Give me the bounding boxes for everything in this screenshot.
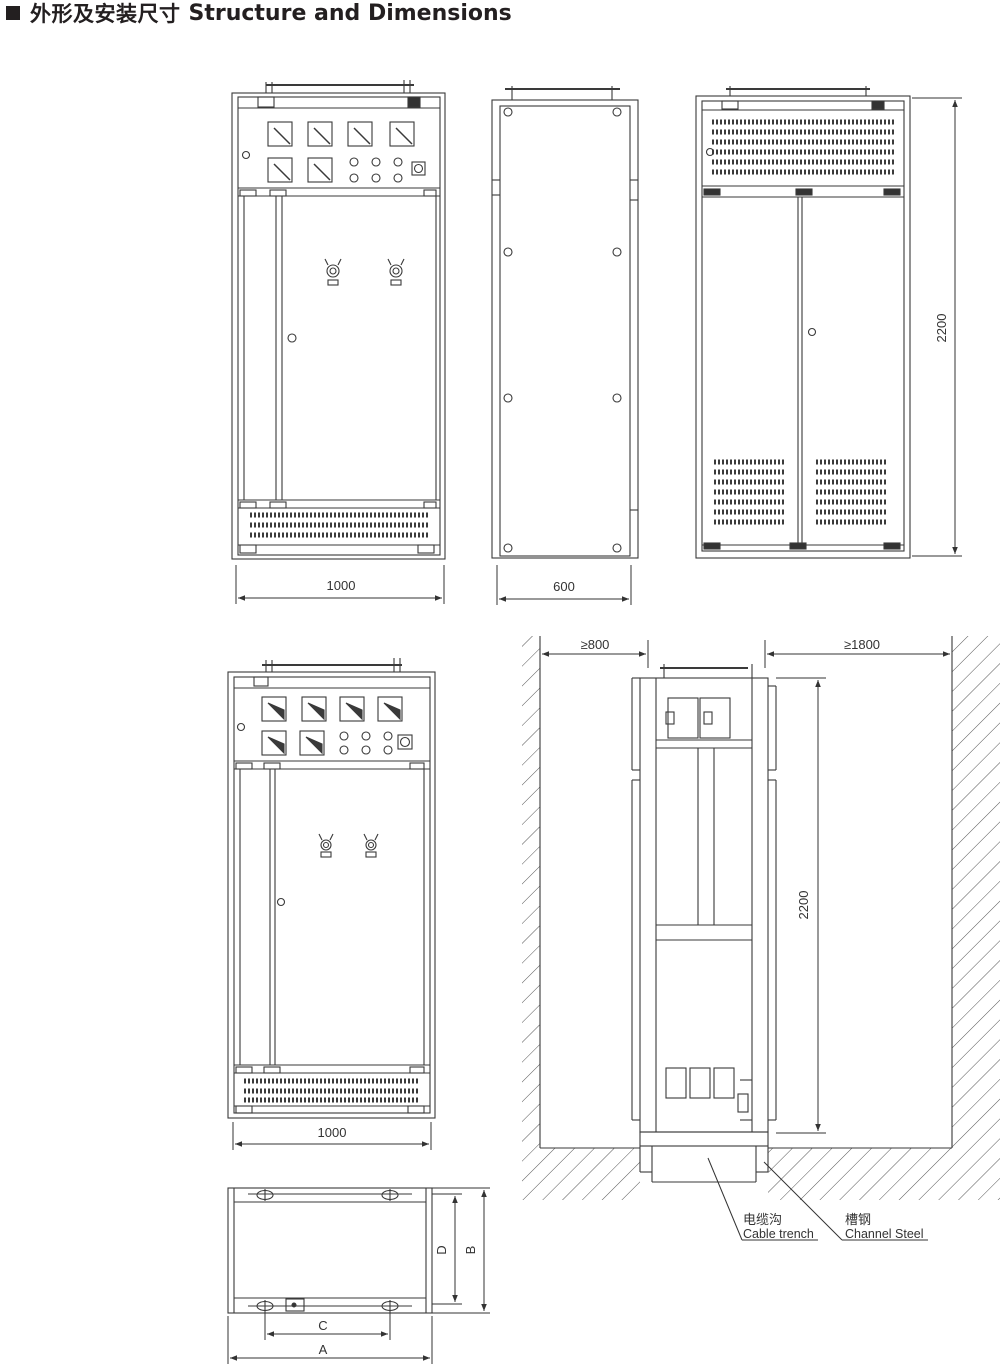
dim-rear-height (912, 97, 962, 557)
front-view (231, 80, 446, 560)
dim-label-b: B (463, 1246, 478, 1255)
callout-leaders (707, 1157, 928, 1241)
dim-front2-width (232, 1122, 432, 1150)
dim-label-clear-front: ≥800 (581, 637, 610, 652)
side-view (491, 86, 639, 559)
dim-side-depth (496, 565, 632, 605)
dim-front-width (235, 565, 445, 604)
dim-label-c: C (318, 1318, 327, 1333)
dim-label-front2-width: 1000 (318, 1125, 347, 1140)
rear-view (695, 86, 911, 559)
callout-trench-en: Cable trench (743, 1227, 814, 1241)
front-view-2 (227, 658, 436, 1119)
dim-label-a: A (319, 1342, 328, 1357)
installation-section (522, 636, 1000, 1200)
dim-label-section-height: 2200 (796, 891, 811, 920)
section-heading: 外形及安装尺寸 Structure and Dimensions (6, 0, 512, 26)
base-plan (227, 1187, 433, 1314)
heading-english: Structure and Dimensions (188, 0, 512, 26)
dim-label-d: D (434, 1245, 449, 1254)
dim-base (227, 1187, 490, 1364)
dim-label-rear-height: 2200 (934, 314, 949, 343)
callout-steel-zh: 槽钢 (845, 1213, 871, 1228)
dim-label-front-width: 1000 (327, 578, 356, 593)
dim-label-clear-rear: ≥1800 (844, 637, 880, 652)
heading-chinese: 外形及安装尺寸 (30, 2, 181, 26)
dim-label-side-depth: 600 (553, 579, 575, 594)
callout-steel-en: Channel Steel (845, 1227, 924, 1241)
callout-trench-zh: 电缆沟 (743, 1212, 782, 1228)
dim-clearances (542, 640, 950, 1134)
square-bullet-icon (6, 6, 20, 20)
